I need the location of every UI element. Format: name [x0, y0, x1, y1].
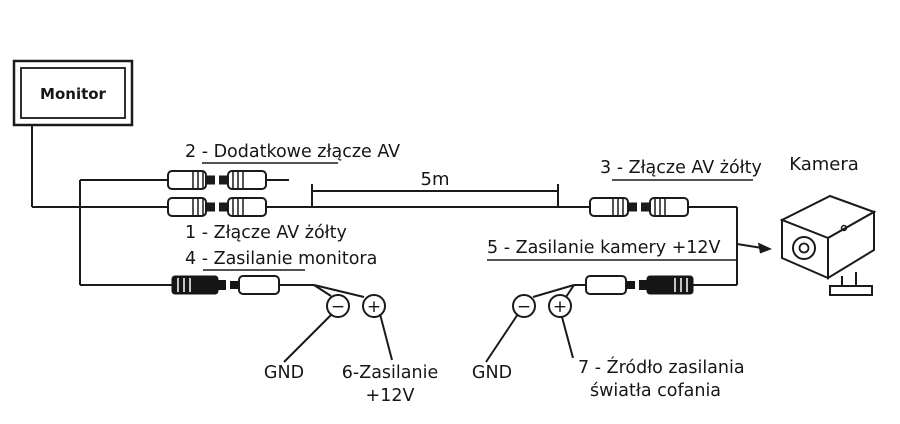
camera-side-face: [827, 210, 875, 280]
rca-plug-body: [167, 170, 207, 190]
cable-length-bracket: [311, 184, 559, 207]
label-av-yellow-camera: 3 - Złącze AV żółty: [600, 158, 762, 178]
minus-symbol: −: [331, 297, 345, 317]
fork-line: [313, 284, 365, 298]
camera-feed-arrow: [736, 242, 772, 254]
minus-icon: [512, 294, 536, 318]
power-connector-pair-camera: [585, 275, 694, 295]
label-av-extra: 2 - Dodatkowe złącze AV: [185, 142, 400, 162]
label-monitor-power: 4 - Zasilanie monitora: [185, 249, 377, 269]
lead-to-gnd: [485, 313, 519, 363]
label-power7-line1: 7 - Źródło zasilania: [578, 356, 745, 378]
plus-symbol: +: [367, 297, 381, 317]
minus-symbol: −: [517, 297, 531, 317]
arrow-shaft: [736, 243, 763, 249]
cable-length-label: 5m: [421, 169, 450, 190]
rca-tip: [628, 202, 637, 212]
minus-terminal-monitor: −: [326, 294, 350, 318]
plus-terminal-camera: +: [548, 294, 572, 318]
label-power6-line1: 6-Zasilanie: [342, 363, 438, 383]
plus-symbol: +: [553, 297, 567, 317]
label-av-yellow-monitor: 1 - Złącze AV żółty: [185, 223, 347, 243]
rca-tip: [206, 202, 215, 212]
monitor-label: Monitor: [40, 85, 107, 103]
power-connector-pair-monitor: [171, 275, 280, 295]
camera-lens-outer: [792, 236, 816, 260]
minus-icon: [326, 294, 350, 318]
camera-bracket-base: [829, 285, 873, 296]
dc-plug-tip: [230, 281, 239, 289]
av-connector-pair-1: [167, 197, 267, 217]
label-power6-line2: +12V: [366, 386, 415, 406]
plus-terminal-monitor: +: [362, 294, 386, 318]
rca-tip: [206, 175, 215, 185]
monitor-inner-frame: [20, 67, 126, 119]
dc-barrel: [646, 275, 694, 295]
dc-barrel: [171, 275, 219, 295]
dc-plug-tip: [626, 281, 635, 289]
rca-tip: [641, 202, 650, 212]
fork-line: [532, 284, 575, 298]
monitor-power-terminals: − +: [283, 284, 393, 363]
monitor-box: Monitor: [12, 59, 134, 127]
dc-plug-body: [238, 275, 280, 295]
plus-icon: [362, 294, 386, 318]
av-connector-pair-3: [589, 197, 689, 217]
lead-to-power7: [561, 316, 574, 359]
label-power7-line2: światła cofania: [590, 381, 721, 401]
camera-lens-inner: [798, 242, 810, 254]
camera-power-terminals: − +: [485, 284, 575, 363]
av-connector-pair-2: [167, 170, 267, 190]
camera-screw: [840, 224, 848, 232]
rca-tip: [219, 175, 228, 185]
fork-line: [565, 284, 575, 298]
labels: 2 - Dodatkowe złącze AV 1 - Złącze AV żó…: [185, 142, 859, 406]
lead-to-gnd: [283, 313, 333, 363]
dc-barrel-tip: [218, 280, 226, 290]
rca-tip: [219, 202, 228, 212]
label-camera: Kamera: [789, 154, 859, 175]
wires: [31, 125, 738, 286]
rca-plug-body: [167, 197, 207, 217]
dc-plug-body: [585, 275, 627, 295]
label-gnd-right: GND: [472, 363, 512, 383]
minus-terminal-camera: −: [512, 294, 536, 318]
fork-line: [313, 284, 332, 297]
label-camera-power: 5 - Zasilanie kamery +12V: [487, 238, 721, 258]
label-gnd-left: GND: [264, 363, 304, 383]
camera-icon: [779, 194, 877, 296]
plus-icon: [548, 294, 572, 318]
arrow-head: [758, 242, 772, 254]
lead-to-power6: [379, 313, 393, 361]
dc-barrel-tip: [639, 280, 647, 290]
